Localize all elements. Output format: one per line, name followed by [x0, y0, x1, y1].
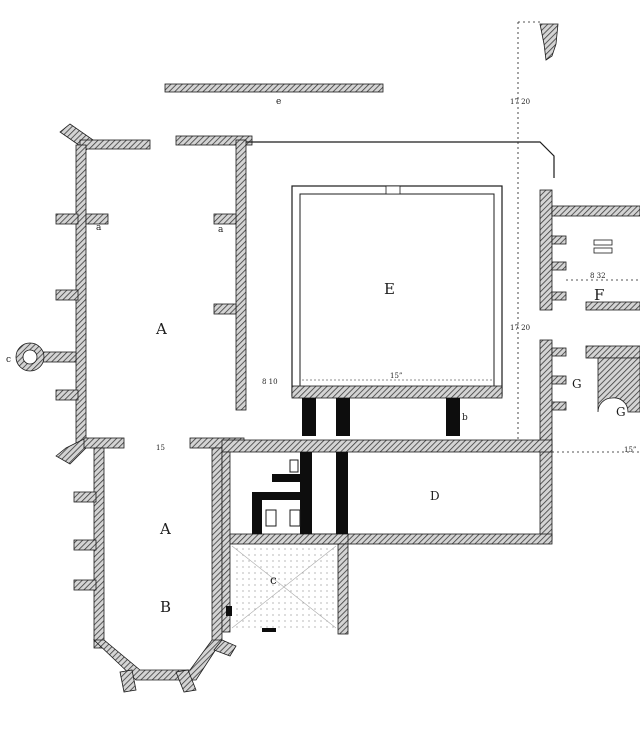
- dimension-labels: 17 20 17 20 15” 15” 8 10 8 32 15: [156, 98, 637, 454]
- court-perimeter: [246, 141, 555, 178]
- label-small-a-lower: a: [218, 225, 224, 235]
- court-e: [291, 185, 503, 399]
- label-small-b: b: [462, 413, 468, 423]
- arch-g: [597, 357, 640, 413]
- survey-lines: [517, 21, 640, 453]
- slot-2: [593, 247, 613, 254]
- left-wing-walls: [39, 123, 253, 693]
- dim-8-32: 8 32: [590, 272, 606, 280]
- dim-15-vertical: 15: [156, 444, 165, 452]
- label-small-a-upper: a: [96, 223, 102, 233]
- label-room-c-small: c: [270, 573, 277, 587]
- right-wing-walls: [221, 189, 640, 635]
- dim-15-right: 15”: [624, 446, 637, 454]
- slot-1: [593, 239, 613, 246]
- room-labels: A A B c E F G G D c a a b e: [6, 97, 626, 616]
- label-room-b: B: [160, 598, 171, 616]
- label-room-f: F: [594, 286, 604, 304]
- dim-17-20-top: 17 20: [510, 98, 530, 106]
- round-room-c: [15, 342, 45, 372]
- wall-e: [164, 83, 384, 93]
- pillar-fragment: [539, 23, 559, 61]
- label-court-e: E: [384, 280, 395, 298]
- dim-17-20-mid: 17 20: [510, 324, 530, 332]
- label-room-a-upper: A: [155, 320, 167, 338]
- dim-8-10: 8 10: [262, 378, 278, 386]
- label-room-c: c: [6, 355, 11, 365]
- label-room-g-left: G: [572, 377, 582, 391]
- label-room-d: D: [430, 489, 440, 503]
- label-small-e: e: [276, 97, 281, 107]
- label-room-g-right: G: [616, 405, 626, 419]
- label-room-a-lower: A: [159, 520, 171, 538]
- dim-15-bottom: 15”: [390, 372, 403, 380]
